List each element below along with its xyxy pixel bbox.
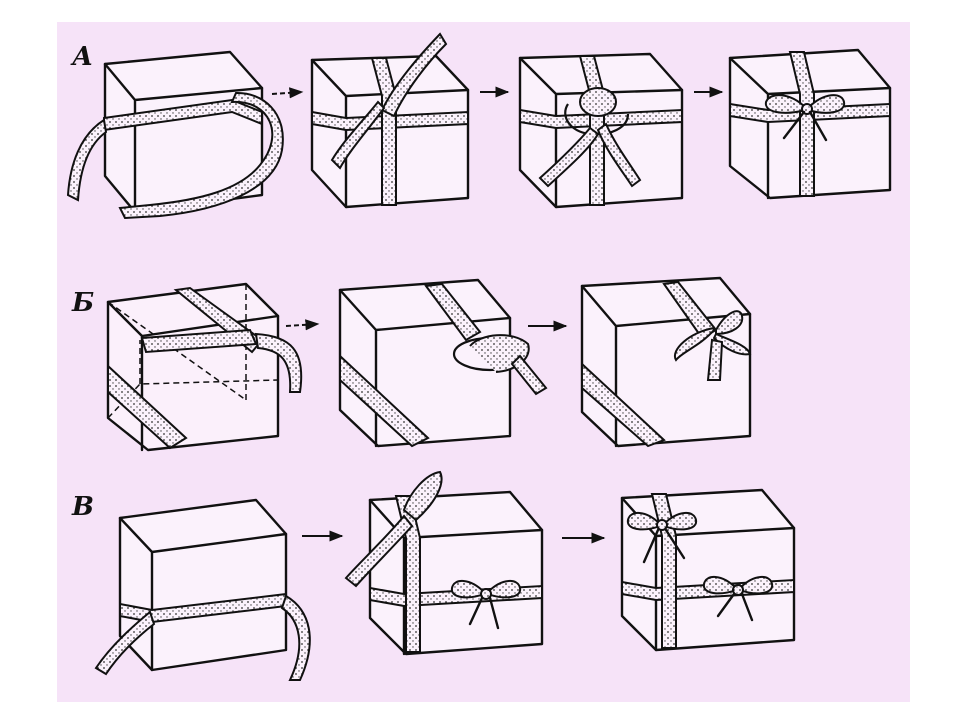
step-v1-box bbox=[94, 498, 311, 681]
step-a3-box bbox=[518, 52, 684, 209]
step-a2-box bbox=[310, 32, 470, 209]
arrow-b1-b2 bbox=[285, 319, 320, 331]
step-b1-box bbox=[106, 282, 303, 452]
step-a1-box bbox=[66, 50, 284, 220]
arrow-a1-a2 bbox=[271, 87, 304, 99]
row-label-b: Б bbox=[72, 288, 95, 318]
step-b2-box bbox=[338, 278, 548, 448]
step-a4-box bbox=[728, 48, 892, 200]
step-v2-box bbox=[344, 470, 544, 656]
step-b3-box bbox=[580, 276, 752, 448]
row-label-v: В bbox=[72, 492, 94, 522]
step-v3-box bbox=[620, 488, 796, 652]
row-label-a: А bbox=[72, 42, 94, 72]
